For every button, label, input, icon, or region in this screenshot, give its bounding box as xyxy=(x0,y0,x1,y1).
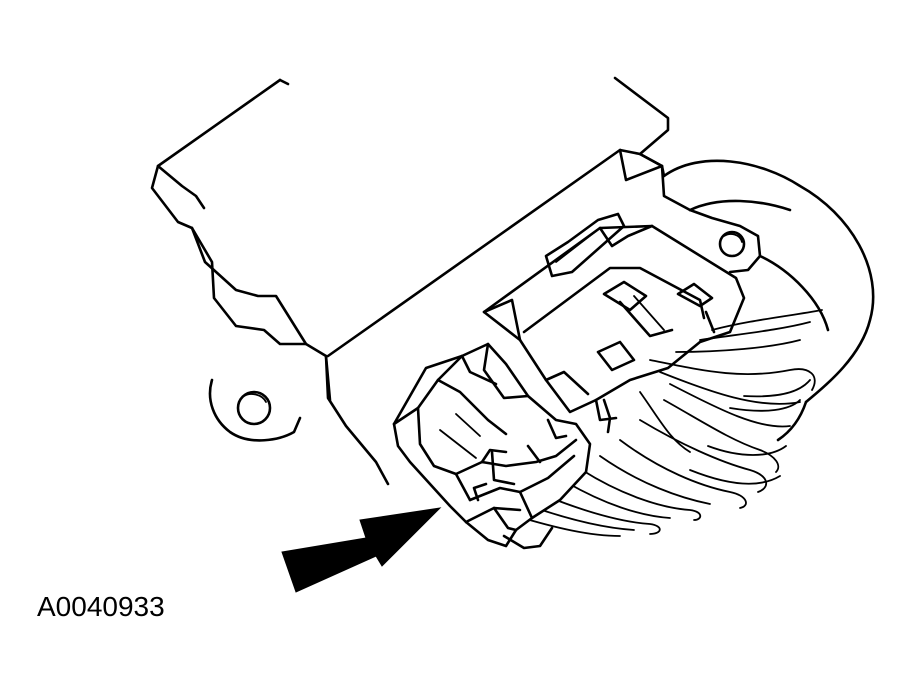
pointer-arrow xyxy=(281,507,442,593)
left-mounting-tab xyxy=(208,378,302,442)
module-housing xyxy=(150,76,692,486)
upper-connector xyxy=(482,212,746,434)
lower-connector xyxy=(392,342,592,550)
wiring-harness-outer xyxy=(662,159,875,442)
figure-id-label: A0040933 xyxy=(37,591,165,622)
right-mounting-tab xyxy=(688,208,762,274)
